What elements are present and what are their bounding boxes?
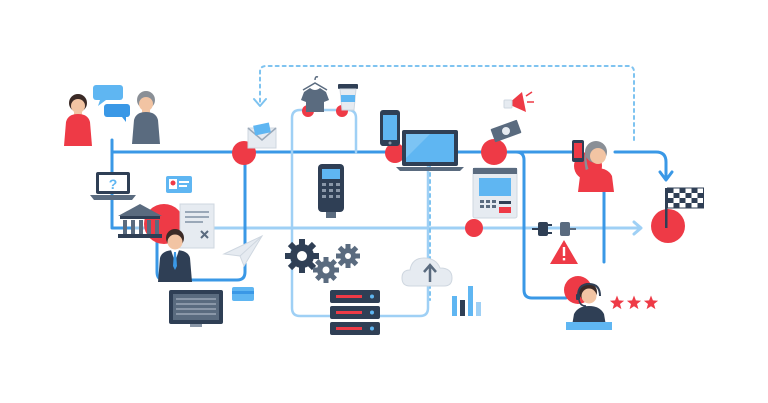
businessman-icon — [158, 229, 192, 282]
node-phone — [385, 143, 405, 163]
bar-chart-icon — [452, 286, 481, 316]
customer-woman-icon — [572, 140, 614, 192]
flag-arrowhead — [658, 170, 674, 182]
atm-icon — [472, 167, 518, 219]
cloud-upload-icon — [401, 257, 453, 287]
laptop-icon — [396, 130, 464, 171]
document-icon — [179, 203, 215, 249]
tshirt-on-hanger-icon — [301, 76, 329, 112]
svg-text:?: ? — [109, 176, 118, 192]
finish-flag-icon — [665, 187, 704, 228]
email-icon — [247, 122, 277, 149]
server-rack-icon — [330, 290, 380, 335]
rating-star — [626, 295, 642, 310]
man-icon — [132, 91, 160, 144]
node-flag — [651, 209, 685, 243]
flow-line-to-flag — [613, 150, 668, 180]
payment-terminal-icon — [318, 164, 344, 218]
smartphone-icon — [380, 110, 400, 146]
support-agent-icon — [566, 282, 612, 330]
rating-star — [643, 295, 659, 310]
laptop-question-icon: ? — [90, 172, 136, 200]
terminal-loop-line — [290, 108, 430, 318]
gears-icon — [285, 239, 360, 283]
node-cash — [481, 139, 507, 165]
bank-icon — [118, 204, 162, 238]
chat-bubbles-icon — [93, 85, 130, 122]
dotted-loop-arrowhead — [253, 98, 267, 107]
businessman-loop-line — [155, 150, 247, 282]
rating-star — [609, 295, 625, 310]
coffee-cup-icon — [338, 84, 358, 111]
megaphone-icon — [503, 91, 534, 112]
main-flow-line-top — [110, 138, 582, 154]
plug-icon — [532, 222, 576, 236]
middle-arrowhead — [632, 220, 643, 236]
credit-card-icon — [232, 287, 254, 301]
monitor-icon — [169, 290, 223, 327]
product-loop-line — [306, 108, 358, 154]
id-card-icon — [166, 176, 192, 193]
dotted-feedback-loop — [259, 65, 635, 141]
star-rating-icon — [609, 295, 659, 310]
support-branch-line — [492, 150, 568, 300]
cash-icon — [490, 119, 522, 143]
warning-icon — [550, 240, 578, 264]
paper-plane-icon — [222, 234, 264, 268]
node-atm — [465, 219, 483, 237]
woman-icon — [64, 94, 92, 146]
